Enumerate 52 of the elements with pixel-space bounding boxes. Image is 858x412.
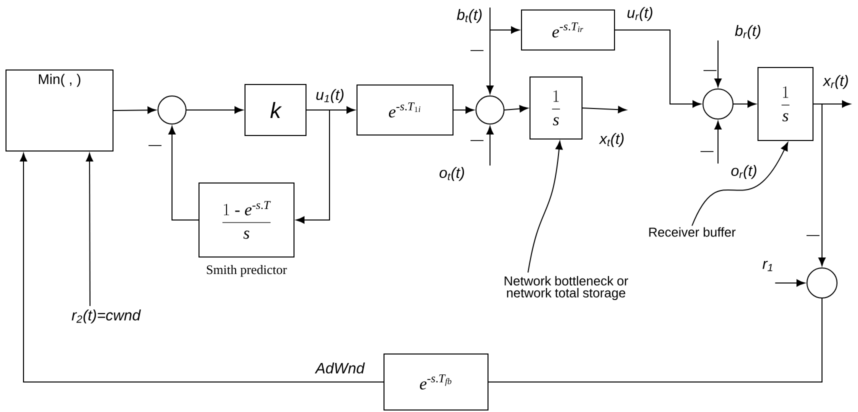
arrow — [774, 279, 806, 287]
summing-junction — [702, 88, 734, 120]
arrow — [582, 106, 627, 114]
annotation-text: Network bottleneck or network total storage — [504, 276, 628, 300]
edge-label: u$_{1}$(t) — [314, 88, 346, 104]
arrow — [486, 7, 494, 94]
arrow — [168, 126, 199, 220]
delay-block: $e^{\textrm{-}s\textrm{.}T_{fb}}$ — [384, 354, 488, 410]
signal-label: b$_{t}$(t) — [456, 9, 482, 23]
block-caption: Smith predictor — [206, 265, 287, 277]
arrow — [504, 105, 528, 112]
minus-sign: — — [470, 140, 484, 141]
arrow — [113, 106, 156, 114]
integrator-block: $\frac{1}{s}$ — [530, 76, 582, 140]
arrow — [486, 126, 494, 166]
minus-sign: — — [148, 145, 162, 146]
delay-block: $e^{\textrm{-}s\textrm{.}T_{ir}}$ — [521, 10, 615, 50]
arrow — [20, 152, 384, 382]
signal-label: r$_{2}$(t)=cwnd — [72, 310, 141, 324]
edge-label: u$_{r}$(t) — [626, 6, 654, 22]
arrow — [186, 106, 244, 114]
arrow — [453, 106, 474, 114]
signal-label: r$_{1}$ — [762, 260, 772, 272]
minus-sign: — — [806, 235, 820, 236]
arrow — [733, 100, 756, 108]
signal-label: o$_{r}$(t) — [731, 165, 756, 179]
minus-sign: — — [704, 70, 716, 71]
arrow — [714, 40, 722, 88]
edge-label: AdWnd — [314, 362, 366, 374]
signal-label: o$_{t}$(t) — [440, 167, 464, 181]
gain-block: k — [244, 84, 306, 136]
signal-label: b$_{r}$(t) — [735, 25, 760, 39]
minus-sign: — — [700, 151, 714, 152]
arrow — [86, 152, 94, 306]
summing-junction — [806, 268, 838, 298]
arrow — [490, 26, 520, 34]
integrator-block: $\frac{1}{s}$ — [758, 67, 814, 141]
annotation-text: Receiver buffer — [649, 227, 736, 237]
arrow — [813, 104, 826, 266]
edge-label: x$_{t}$(t) — [598, 132, 626, 148]
leader-line — [692, 142, 788, 226]
leader-line — [528, 140, 563, 273]
smith-predictor-block: $\frac{1\textrm{ - }e^{\textrm{-}s\textrm{.}T}}{s}$ — [198, 182, 294, 258]
arrow — [714, 120, 722, 164]
delay-block: $e^{\textrm{-}s\textrm{.}T_{1i}}$ — [356, 84, 454, 136]
summing-junction — [158, 96, 186, 124]
summing-junction — [476, 96, 504, 124]
min-block: Min( , ) — [6, 70, 114, 152]
arrow — [614, 30, 702, 108]
arrow — [296, 110, 330, 224]
edge-label: x$_{r}$(t) — [822, 74, 850, 90]
minus-sign: — — [470, 50, 484, 51]
